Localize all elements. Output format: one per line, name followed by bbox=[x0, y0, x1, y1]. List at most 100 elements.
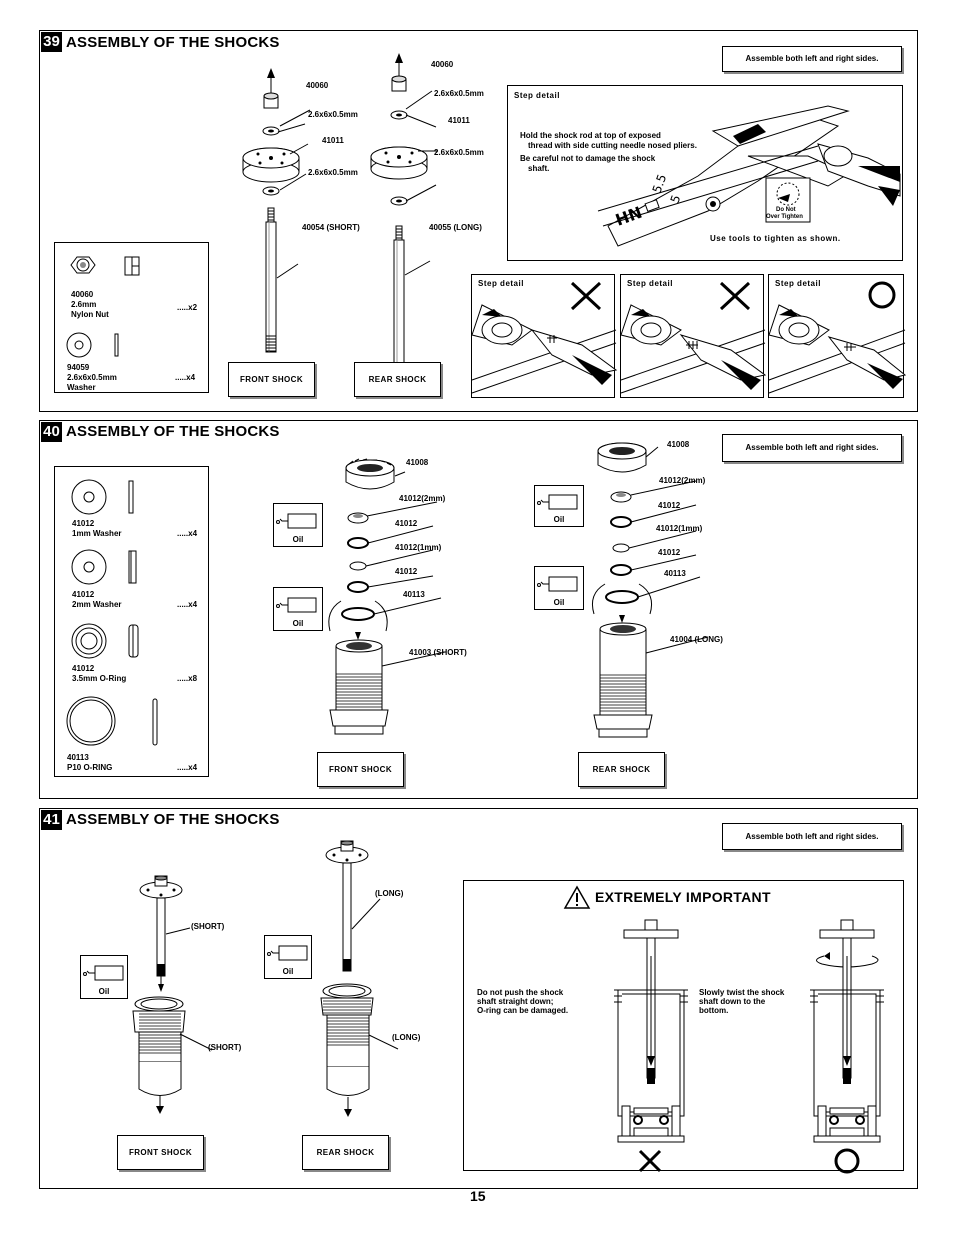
oil-label: Oil bbox=[292, 535, 304, 544]
washer-2mm-icon bbox=[71, 549, 137, 585]
detail-text: Be careful not to damage the shock bbox=[520, 154, 656, 163]
front-shaft-diagram bbox=[242, 68, 311, 353]
parts-list-40: 41012 1mm Washer .....x4 41012 2mm Washe… bbox=[54, 466, 209, 777]
oil-bottle-icon bbox=[276, 513, 317, 529]
part-code: 40113 bbox=[67, 753, 89, 762]
step-number: 40 bbox=[41, 422, 62, 442]
pliers-illustration: HN 5.5 5 bbox=[597, 105, 901, 247]
oil-label: Oil bbox=[98, 987, 110, 996]
right-cutaway-diagram bbox=[810, 919, 884, 1174]
step-detail-right: Step detail bbox=[768, 274, 907, 398]
callout-front-piston: 41011 bbox=[322, 136, 344, 145]
wrong-instruction: shaft straight down; bbox=[477, 997, 554, 1006]
callout-rear-w2: 41012(2mm) bbox=[659, 476, 706, 485]
callout-front-w2: 41012(2mm) bbox=[399, 494, 446, 503]
svg-text:5.5: 5.5 bbox=[650, 172, 670, 195]
detail-title: Step detail bbox=[478, 279, 524, 288]
part-name: 2.6mm bbox=[71, 300, 97, 309]
part-name: P10 O-RING bbox=[67, 763, 113, 772]
oil-box: Oil bbox=[534, 566, 584, 610]
part-qty: .....x2 bbox=[177, 303, 198, 312]
rear-shock-label: REAR SHOCK bbox=[302, 1135, 389, 1170]
rear-body-diagram bbox=[591, 442, 709, 738]
oil-bottle-icon bbox=[267, 945, 308, 961]
wrong-cutaway-diagram bbox=[614, 919, 688, 1173]
oring-p10-icon bbox=[66, 696, 158, 746]
nylon-nut-icon bbox=[70, 256, 140, 276]
part-qty: .....x4 bbox=[177, 529, 198, 538]
wrong-instruction: Do not push the shock bbox=[477, 988, 564, 997]
part-qty: .....x4 bbox=[175, 373, 196, 382]
part-name: 2.6x6x0.5mm bbox=[67, 373, 117, 382]
callout-front-cap: 41008 bbox=[406, 458, 429, 467]
part-name: Nylon Nut bbox=[71, 310, 109, 319]
step-detail-wrong-2: Step detail bbox=[620, 274, 767, 398]
part-code: 40060 bbox=[71, 290, 94, 299]
oil-label: Oil bbox=[282, 967, 294, 976]
oring-3-5mm-icon bbox=[71, 623, 139, 659]
oil-box: Oil bbox=[273, 587, 323, 631]
front-assembly-diagram bbox=[132, 875, 213, 1114]
oil-box: Oil bbox=[273, 503, 323, 547]
rear-shock-label: REAR SHOCK bbox=[354, 362, 441, 397]
washer-icon bbox=[66, 332, 119, 358]
step-40-panel: 40 ASSEMBLY OF THE SHOCKS Assemble both … bbox=[39, 420, 918, 799]
callout-front-body: 41003 (SHORT) bbox=[409, 648, 467, 657]
part-name: 1mm Washer bbox=[72, 529, 122, 538]
oil-label: Oil bbox=[292, 619, 304, 628]
callout-rear-body: (LONG) bbox=[392, 1033, 421, 1042]
front-body-diagram bbox=[328, 458, 446, 735]
callout-rear-washer-bottom: 2.6x6x0.5mm bbox=[434, 148, 484, 157]
part-qty: .....x4 bbox=[177, 600, 198, 609]
rear-shock-label: REAR SHOCK bbox=[578, 752, 665, 787]
detail-title: Step detail bbox=[775, 279, 821, 288]
important-title: EXTREMELY IMPORTANT bbox=[595, 889, 771, 905]
callout-rear-shaft: 40055 (LONG) bbox=[429, 223, 482, 232]
part-name: Washer bbox=[67, 383, 96, 392]
callout-rear-body: 41004 (LONG) bbox=[670, 635, 723, 644]
detail-text: thread with side cutting needle nosed pl… bbox=[528, 141, 697, 150]
assemble-note: Assemble both left and right sides. bbox=[722, 46, 902, 72]
detail-title: Step detail bbox=[627, 279, 673, 288]
right-instruction: bottom. bbox=[699, 1006, 729, 1015]
right-instruction: Slowly twist the shock bbox=[699, 988, 785, 997]
part-qty: .....x4 bbox=[177, 763, 198, 772]
part-code: 94059 bbox=[67, 363, 90, 372]
right-instruction: shaft down to the bbox=[699, 997, 766, 1006]
important-box: EXTREMELY IMPORTANT Do not push the shoc… bbox=[463, 880, 904, 1174]
oil-box: Oil bbox=[264, 935, 312, 979]
step-detail-main: Step detail Hold the shock rod at top of… bbox=[507, 85, 903, 261]
callout-front-washer-top: 2.6x6x0.5mm bbox=[308, 110, 358, 119]
callout-rear-cap: 41008 bbox=[667, 440, 690, 449]
callout-front-w1: 41012(1mm) bbox=[395, 543, 442, 552]
oil-label: Oil bbox=[553, 515, 565, 524]
step-number: 41 bbox=[41, 810, 62, 830]
callout-rear-washer-top: 2.6x6x0.5mm bbox=[434, 89, 484, 98]
detail-text: Hold the shock rod at top of exposed bbox=[520, 131, 661, 140]
assemble-note: Assemble both left and right sides. bbox=[722, 823, 902, 850]
part-code: 41012 bbox=[72, 664, 95, 673]
oil-box: Oil bbox=[80, 955, 128, 999]
svg-text:5: 5 bbox=[668, 193, 684, 205]
part-code: 41012 bbox=[72, 519, 95, 528]
front-shock-label: FRONT SHOCK bbox=[117, 1135, 204, 1170]
callout-front-body: (SHORT) bbox=[208, 1043, 242, 1052]
warning-text: Over Tighten bbox=[766, 214, 803, 220]
wrong-mark-icon bbox=[471, 281, 618, 394]
wrong-instruction: O-ring can be damaged. bbox=[477, 1006, 569, 1015]
step-number: 39 bbox=[41, 32, 62, 52]
step-title: ASSEMBLY OF THE SHOCKS bbox=[66, 811, 280, 828]
step-title: ASSEMBLY OF THE SHOCKS bbox=[66, 34, 280, 51]
oil-bottle-icon bbox=[276, 597, 317, 613]
callout-front-shaft: (SHORT) bbox=[191, 922, 225, 931]
step-39-panel: 39 ASSEMBLY OF THE SHOCKS Assemble both … bbox=[39, 30, 918, 412]
step-41-panel: 41 ASSEMBLY OF THE SHOCKS Assemble both … bbox=[39, 808, 918, 1189]
assemble-note: Assemble both left and right sides. bbox=[722, 434, 902, 462]
warning-text: Do Not bbox=[776, 207, 796, 213]
callout-front-o1: 41012 bbox=[395, 519, 418, 528]
parts-list-39: 40060 2.6mm Nylon Nut .....x2 94059 2.6x… bbox=[54, 242, 209, 393]
callout-rear-nut: 40060 bbox=[431, 60, 454, 69]
page-number: 15 bbox=[470, 1188, 486, 1204]
callout-front-oring: 40113 bbox=[403, 590, 425, 599]
washer-1mm-icon bbox=[71, 479, 134, 515]
